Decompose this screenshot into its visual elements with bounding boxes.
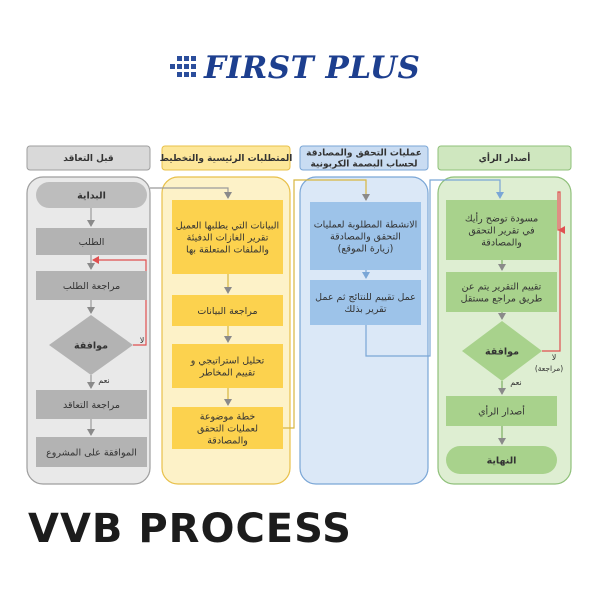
node-label: موافقة xyxy=(74,340,108,351)
node-shape xyxy=(310,202,421,270)
no-review-label: (مراجعة) xyxy=(535,364,563,373)
logo-dot xyxy=(184,64,189,69)
flow-arrow xyxy=(283,179,370,429)
no-label: لا xyxy=(552,353,557,362)
yes-label: نعم xyxy=(510,378,521,387)
node-end: النهاية xyxy=(446,446,557,474)
flow-arrow xyxy=(365,179,504,357)
node-shape xyxy=(446,200,557,260)
no-arrow xyxy=(92,256,147,346)
node-approval-2: موافقة xyxy=(462,321,542,381)
lane-header-label: قبل التعاقد xyxy=(63,154,114,164)
yes-label: نعم xyxy=(98,376,109,385)
node-shape xyxy=(446,396,557,426)
node-label: مراجعة الطلب xyxy=(63,281,120,292)
logo-dot-grid xyxy=(170,56,196,77)
node-start: البداية xyxy=(36,182,147,208)
logo-dot xyxy=(177,72,182,77)
node-shape xyxy=(446,272,557,312)
page-title: VVB PROCESS xyxy=(28,506,352,552)
node-shape xyxy=(36,271,147,300)
lane-header xyxy=(161,145,291,171)
node-label: مراجعة البيانات xyxy=(197,306,257,317)
lane-header xyxy=(437,145,572,171)
logo-dot xyxy=(191,56,196,61)
node-label: النهاية xyxy=(487,455,517,466)
node-shape xyxy=(172,407,283,449)
node-label: الطلب xyxy=(79,237,105,248)
node-shape xyxy=(310,280,421,325)
node-shape xyxy=(172,295,283,326)
node-label: أصدار الرأي xyxy=(478,404,525,417)
node-issue-opinion: أصدار الرأي xyxy=(446,396,557,426)
node-shape xyxy=(172,200,283,274)
node-shape xyxy=(446,446,557,474)
node-label: مراجعة التعاقد xyxy=(63,400,120,411)
node-shape xyxy=(172,344,283,388)
lane-header-label: أصدار الرأي xyxy=(479,152,531,164)
node-review-contract: مراجعة التعاقد xyxy=(36,390,147,419)
logo-dot xyxy=(191,72,196,77)
lane-header xyxy=(299,145,429,171)
lane-header-label: المتطلبات الرئيسية والتخطيط xyxy=(160,154,293,164)
node-shape xyxy=(36,390,147,419)
node-label: البداية xyxy=(77,190,106,201)
logo-text: FIRST PLUS xyxy=(204,50,421,86)
no-label: لا xyxy=(140,336,145,345)
logo-dot xyxy=(184,72,189,77)
node-shape xyxy=(36,437,147,467)
logo-dot xyxy=(191,64,196,69)
logo-dots-icon xyxy=(170,56,196,77)
lane-opinion: أصدار الرأي xyxy=(437,145,572,485)
node-approval-1: موافقة xyxy=(49,315,133,375)
node-request: الطلب xyxy=(36,228,147,255)
logo-dot xyxy=(177,56,182,61)
logo-dot xyxy=(184,56,189,61)
flow-arrow xyxy=(150,187,232,199)
node-approve-project: الموافقة على المشروع xyxy=(36,437,147,467)
lane-header xyxy=(26,145,151,171)
decision-shape xyxy=(462,321,542,381)
node-label: موافقة xyxy=(485,346,519,357)
logo-dot xyxy=(177,64,182,69)
node-shape xyxy=(36,228,147,255)
vvb-flowchart: قبل التعاقد المتطلبات الرئيسية والتخطيط عم… xyxy=(26,145,572,485)
node-review-request: مراجعة الطلب xyxy=(36,271,147,300)
decision-shape xyxy=(49,315,133,375)
node-shape xyxy=(36,182,147,208)
node-data-review: مراجعة البيانات xyxy=(172,295,283,326)
node-label: الموافقة على المشروع xyxy=(46,447,137,458)
logo-dot xyxy=(170,64,175,69)
first-plus-logo: FIRST PLUS xyxy=(170,50,430,86)
